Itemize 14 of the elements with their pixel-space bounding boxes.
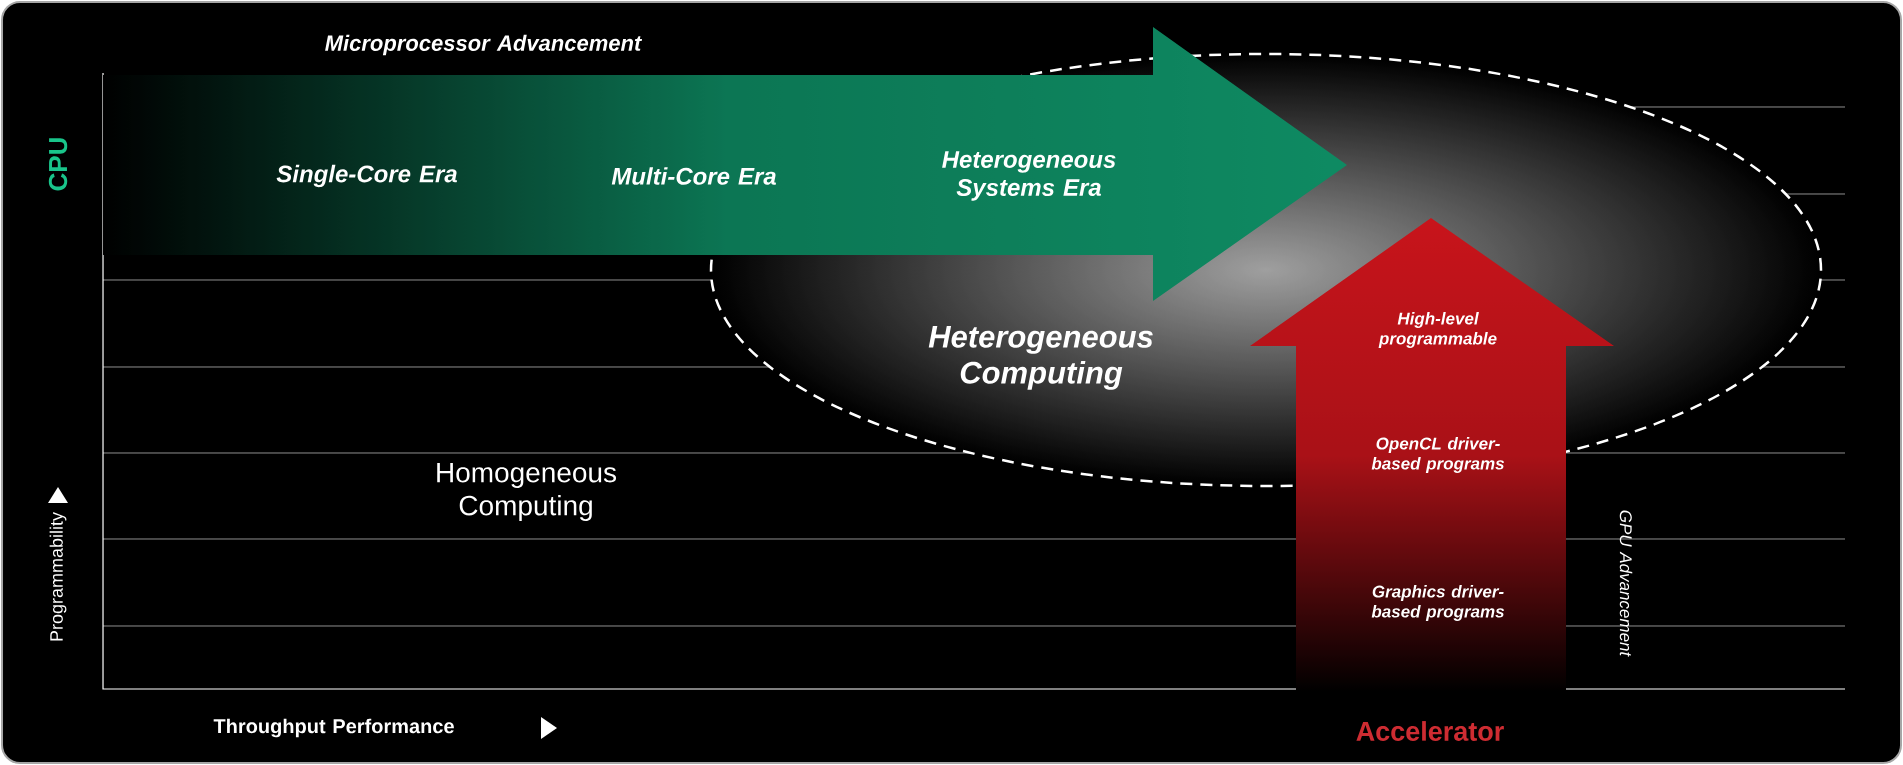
axis-label: CPU	[48, 138, 68, 191]
stage-label: Graphics driver-based programs	[1371, 585, 1504, 621]
region-label: Homogeneous Computing	[437, 462, 616, 521]
era-label: Multi-Core Era	[611, 167, 776, 185]
region-label: Heterogeneous Computing	[928, 326, 1153, 390]
stage-label: OpenCL driver-based programs	[1371, 437, 1504, 473]
era-label: Heterogeneous Systems Era	[942, 151, 1116, 201]
axis-label: GPU Advancement	[1619, 510, 1633, 657]
chart-title: Microprocessor Advancement	[325, 34, 643, 56]
stage-label: High-level programmable	[1378, 312, 1497, 348]
axis-label: Throughput Performance	[213, 718, 454, 738]
axis-label: Accelerator	[1356, 721, 1504, 741]
axis-label: Programmability	[49, 512, 67, 641]
era-label: Single-Core Era	[276, 164, 457, 188]
